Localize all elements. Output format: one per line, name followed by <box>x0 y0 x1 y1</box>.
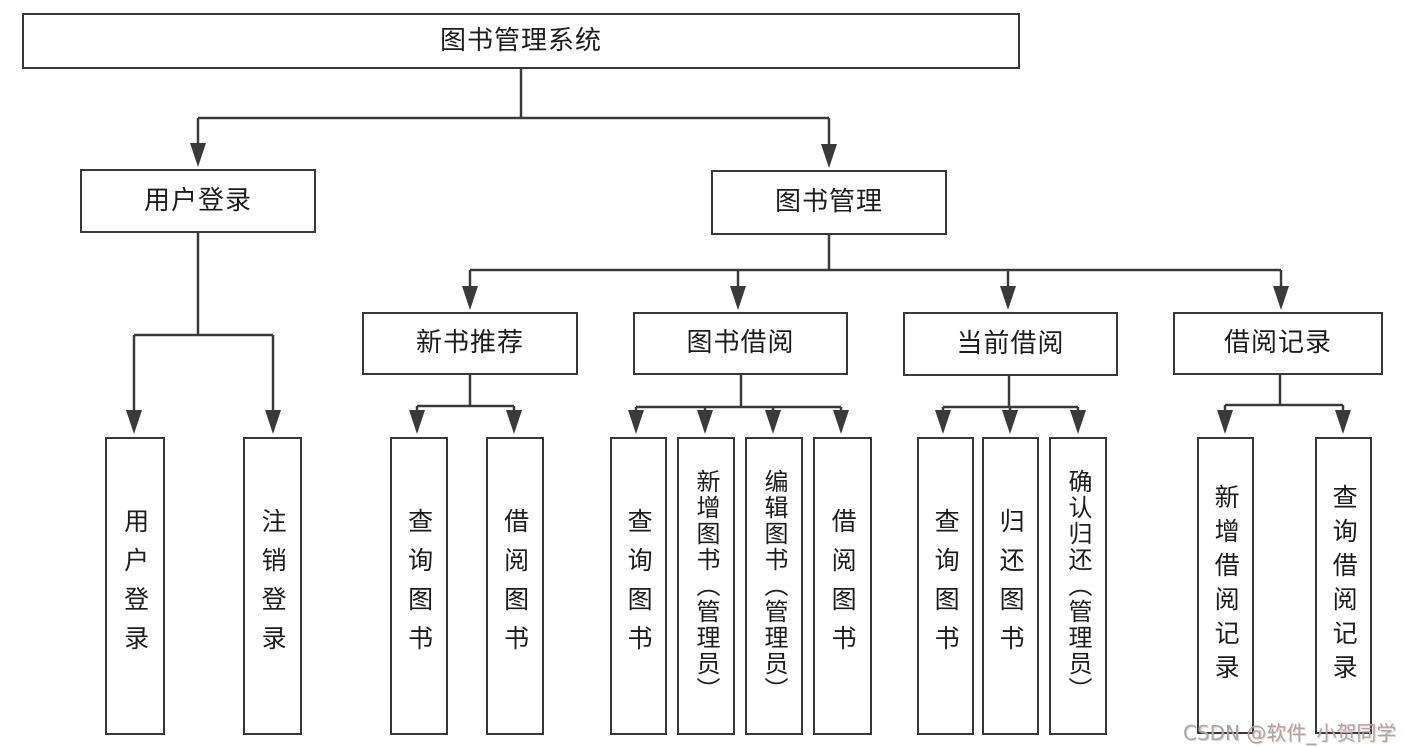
leaf-recommend-borrow-book: 借阅图书 <box>486 437 544 735</box>
node-current-borrow: 当前借阅 <box>903 312 1118 376</box>
csdn-watermark: CSDN @软件_小贺同学 <box>1183 721 1397 745</box>
leaf-logout: 注销登录 <box>243 437 302 735</box>
node-book-borrow: 图书借阅 <box>633 312 848 375</box>
leaf-return-book: 归还图书 <box>982 437 1039 735</box>
leaf-recommend-query-book: 查询图书 <box>390 437 448 735</box>
leaf-edit-book-admin: 编辑图书（管理员） <box>745 437 803 735</box>
leaf-add-book-admin: 新增图书（管理员） <box>677 437 735 735</box>
leaf-user-login: 用户登录 <box>105 437 165 735</box>
leaf-borrow-query-book: 查询图书 <box>610 437 667 735</box>
node-borrow-record: 借阅记录 <box>1173 312 1383 375</box>
node-root-system: 图书管理系统 <box>22 13 1020 69</box>
node-book-management: 图书管理 <box>711 170 947 235</box>
leaf-confirm-return-admin: 确认归还（管理员） <box>1049 437 1107 735</box>
node-new-book-recommend: 新书推荐 <box>362 312 578 375</box>
leaf-current-query-book: 查询图书 <box>917 437 974 735</box>
node-user-login: 用户登录 <box>80 169 316 233</box>
leaf-add-borrow-record: 新增借阅记录 <box>1197 437 1254 734</box>
leaf-borrow-book: 借阅图书 <box>813 437 872 735</box>
leaf-query-borrow-record: 查询借阅记录 <box>1315 437 1372 734</box>
